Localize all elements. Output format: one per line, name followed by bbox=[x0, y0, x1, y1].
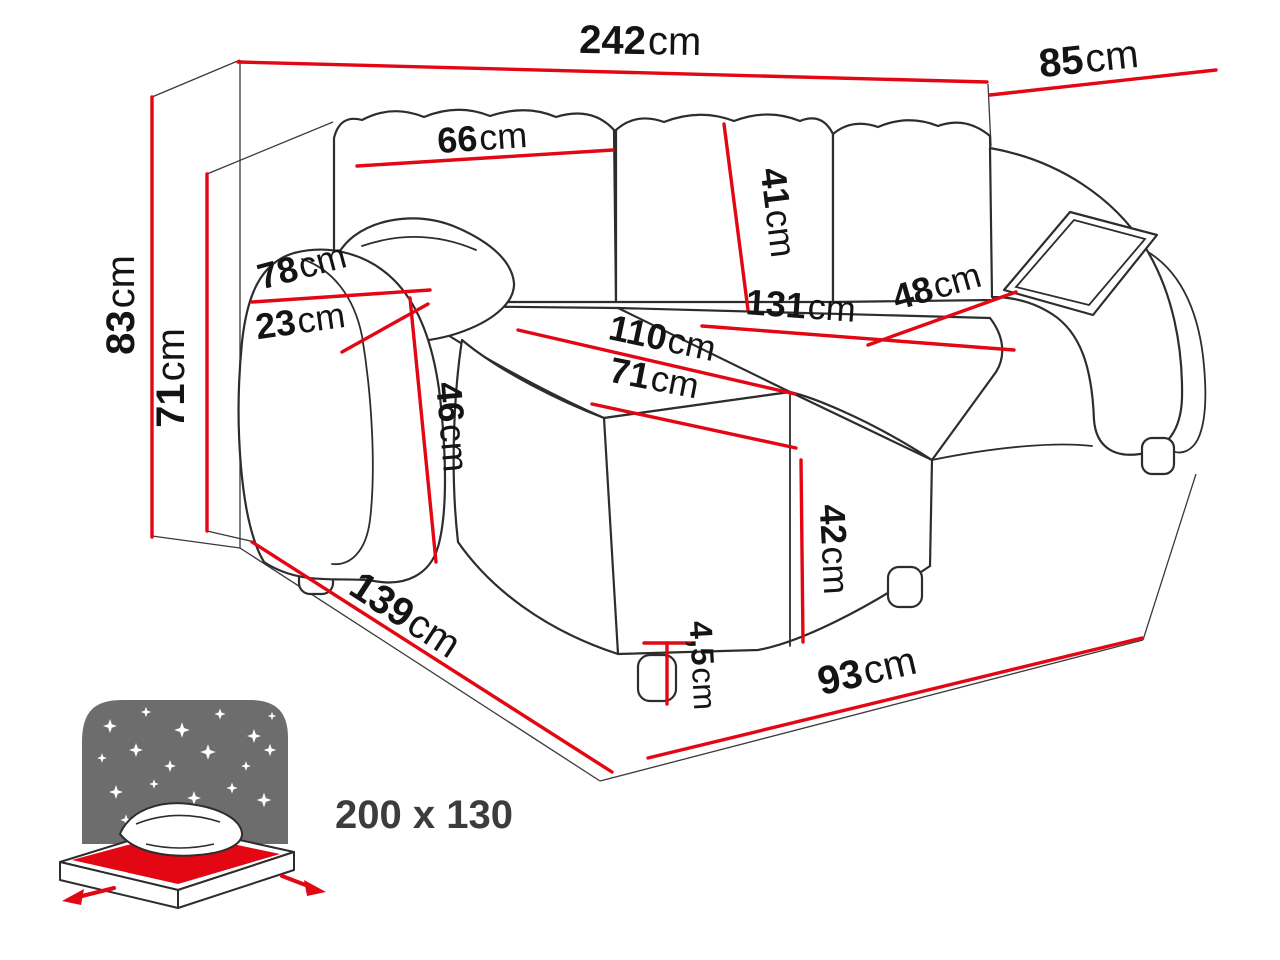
dim-total-depth: 85cm bbox=[1037, 32, 1141, 86]
armrest-tray-inner-edge bbox=[1014, 218, 1147, 307]
dimension-line-seat-depth bbox=[866, 290, 1018, 347]
dimension-line-total-width bbox=[236, 60, 989, 84]
dim-back-cushion-height: 41cm bbox=[753, 165, 805, 259]
dimension-line-seat-width bbox=[516, 328, 797, 396]
seat-to-armrest-edge bbox=[931, 443, 1093, 461]
back-cushion-middle bbox=[614, 113, 835, 304]
unfold-arrow-left-icon bbox=[62, 889, 84, 905]
dimension-line-seat-length bbox=[700, 324, 1016, 352]
dimension-line-back-cushion-height bbox=[722, 122, 750, 312]
dimension-line-seat-height bbox=[799, 458, 805, 644]
guide-height-tick-bottom bbox=[151, 535, 241, 549]
dimension-line-chaise-seat-width bbox=[590, 402, 798, 450]
unfold-arrow-right-icon bbox=[304, 880, 326, 896]
leg-center-front bbox=[886, 565, 924, 609]
dim-armrest-width: 23cm bbox=[253, 294, 348, 347]
dimension-line-back-cushion-width bbox=[355, 148, 615, 168]
dimension-line-armrest-depth bbox=[250, 288, 432, 304]
sleeping-function-icon bbox=[59, 700, 326, 909]
dimension-line-armrest-height bbox=[408, 296, 438, 564]
dim-armrest-height: 46cm bbox=[428, 380, 477, 473]
dimension-line-floor-depth bbox=[646, 636, 1144, 760]
dim-back-cushion-width: 66cm bbox=[436, 114, 529, 161]
back-cushion-right bbox=[831, 119, 995, 304]
duvet-icon bbox=[119, 802, 243, 857]
leg-right-armrest bbox=[1140, 436, 1176, 476]
dim-leg-height: 4,5cm bbox=[683, 620, 724, 711]
dimension-line-armrest-width bbox=[340, 302, 430, 354]
accent-pillow-fold bbox=[361, 236, 477, 251]
mattress-side-right-icon bbox=[177, 851, 295, 909]
dimension-line-chaise-length bbox=[250, 540, 614, 774]
dim-seat-length: 131cm bbox=[745, 281, 858, 330]
guide-backrest-tick-top bbox=[206, 121, 334, 175]
dim-total-width: 242cm bbox=[579, 18, 702, 64]
duvet-fold-1 bbox=[135, 814, 221, 825]
chaise-side-face bbox=[452, 338, 620, 656]
armrest-tray-icon bbox=[1002, 210, 1159, 317]
sleeping-area-size: 200 x 130 bbox=[335, 793, 513, 837]
night-sky-icon bbox=[82, 700, 288, 844]
duvet-fold-2 bbox=[145, 843, 215, 849]
sofa-drawing bbox=[237, 108, 1207, 703]
dim-total-height: 83cm bbox=[99, 255, 143, 355]
dimension-line-total-depth bbox=[988, 68, 1218, 97]
guide-height-tick-top bbox=[151, 59, 241, 98]
guide-floor-front-edge bbox=[599, 639, 1144, 782]
dim-backrest-height: 71cm bbox=[149, 328, 193, 428]
right-armrest-outer-roll bbox=[1147, 251, 1207, 454]
dim-chaise-seat-width: 71cm bbox=[606, 349, 702, 406]
dimension-lines bbox=[150, 60, 1218, 774]
leg-chaise-front bbox=[636, 653, 678, 703]
guide-floor-right-edge bbox=[1142, 473, 1197, 641]
left-armrest-inner-roll bbox=[301, 258, 374, 565]
dim-seat-height: 42cm bbox=[812, 503, 858, 595]
seat-surface-right bbox=[616, 306, 1004, 462]
